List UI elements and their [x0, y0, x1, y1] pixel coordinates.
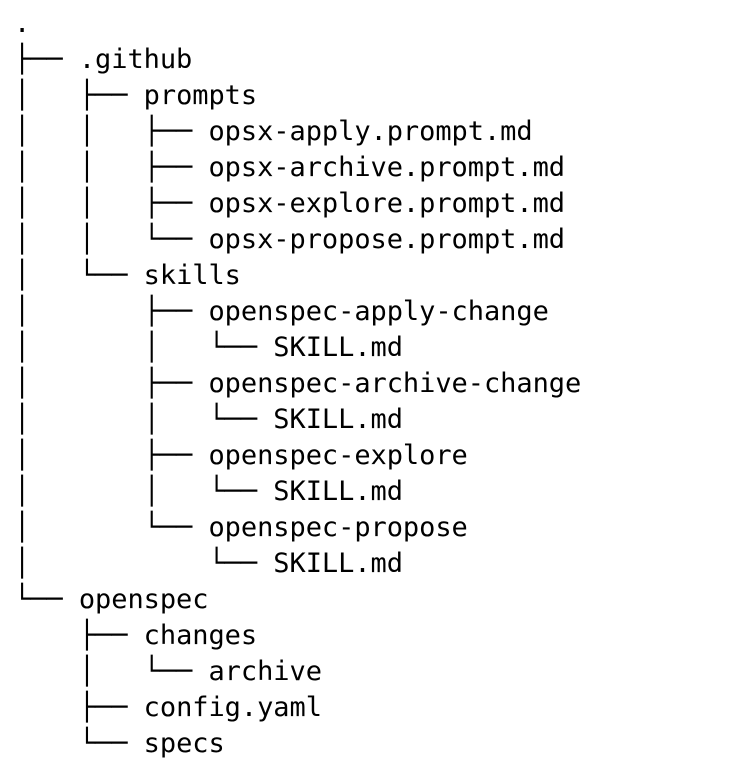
tree-branch-glyphs: │ ├──	[14, 440, 209, 471]
tree-file-label[interactable]: config.yaml	[143, 692, 322, 723]
tree-line: │ ├── openspec-apply-change	[14, 294, 748, 330]
tree-file-label[interactable]: opsx-apply.prompt.md	[208, 116, 533, 147]
tree-directory-label[interactable]: openspec-explore	[208, 440, 468, 471]
tree-branch-glyphs: │ └──	[14, 512, 209, 543]
tree-line: │ ├── openspec-explore	[14, 438, 748, 474]
tree-line: ├── config.yaml	[14, 690, 748, 726]
tree-line: ├── changes	[14, 618, 748, 654]
tree-line: │ └── skills	[14, 258, 748, 294]
tree-line: │ └── archive	[14, 654, 748, 690]
tree-line: │ └── SKILL.md	[14, 546, 748, 582]
tree-line: │ │ └── opsx-propose.prompt.md	[14, 222, 748, 258]
tree-line: │ ├── prompts	[14, 78, 748, 114]
directory-tree: .├── .github│ ├── prompts│ │ ├── opsx-ap…	[14, 6, 748, 762]
tree-directory-label[interactable]: archive	[208, 656, 322, 687]
tree-directory-label[interactable]: prompts	[143, 80, 258, 111]
tree-branch-glyphs: │ ├──	[14, 368, 209, 399]
tree-branch-glyphs: │ └──	[14, 260, 144, 291]
tree-line: │ │ └── SKILL.md	[14, 330, 748, 366]
tree-directory-label[interactable]: openspec-archive-change	[208, 368, 582, 399]
tree-directory-label[interactable]: .github	[78, 44, 193, 75]
tree-branch-glyphs: └──	[14, 728, 144, 759]
tree-line: └── specs	[14, 726, 748, 762]
tree-branch-glyphs: │ └──	[14, 548, 274, 579]
tree-directory-label[interactable]: openspec-apply-change	[208, 296, 549, 327]
tree-line: ├── .github	[14, 42, 748, 78]
tree-line: │ │ ├── opsx-apply.prompt.md	[14, 114, 748, 150]
tree-branch-glyphs: │ │ └──	[14, 332, 274, 363]
tree-directory-label[interactable]: skills	[143, 260, 241, 291]
tree-branch-glyphs: │ ├──	[14, 296, 209, 327]
tree-line: .	[14, 6, 748, 42]
tree-file-label[interactable]: SKILL.md	[273, 476, 403, 507]
tree-line: │ ├── openspec-archive-change	[14, 366, 748, 402]
tree-branch-glyphs: │ ├──	[14, 80, 144, 111]
tree-branch-glyphs: │ │ ├──	[14, 116, 209, 147]
tree-line: └── openspec	[14, 582, 748, 618]
tree-branch-glyphs: ├──	[14, 620, 144, 651]
tree-directory-label[interactable]: specs	[143, 728, 225, 759]
tree-file-label[interactable]: SKILL.md	[273, 404, 403, 435]
tree-branch-glyphs: ├──	[14, 692, 144, 723]
tree-directory-label[interactable]: openspec	[78, 584, 209, 615]
tree-line: │ │ ├── opsx-explore.prompt.md	[14, 186, 748, 222]
tree-file-label[interactable]: opsx-propose.prompt.md	[208, 224, 565, 255]
tree-line: │ │ └── SKILL.md	[14, 474, 748, 510]
tree-branch-glyphs: │ │ └──	[14, 224, 209, 255]
tree-file-label[interactable]: opsx-explore.prompt.md	[208, 188, 565, 219]
tree-directory-label[interactable]: openspec-propose	[208, 512, 468, 543]
tree-branch-glyphs: │ │ ├──	[14, 188, 209, 219]
tree-directory-label[interactable]: .	[14, 8, 31, 39]
tree-branch-glyphs: │ └──	[14, 656, 209, 687]
tree-line: │ └── openspec-propose	[14, 510, 748, 546]
tree-branch-glyphs: └──	[14, 584, 79, 615]
tree-branch-glyphs: │ │ ├──	[14, 152, 209, 183]
tree-file-label[interactable]: SKILL.md	[273, 548, 403, 579]
tree-branch-glyphs: │ │ └──	[14, 476, 274, 507]
tree-directory-label[interactable]: changes	[143, 620, 258, 651]
tree-line: │ │ ├── opsx-archive.prompt.md	[14, 150, 748, 186]
tree-branch-glyphs: │ │ └──	[14, 404, 274, 435]
tree-file-label[interactable]: opsx-archive.prompt.md	[208, 152, 565, 183]
tree-branch-glyphs: ├──	[14, 44, 79, 75]
tree-line: │ │ └── SKILL.md	[14, 402, 748, 438]
tree-file-label[interactable]: SKILL.md	[273, 332, 403, 363]
